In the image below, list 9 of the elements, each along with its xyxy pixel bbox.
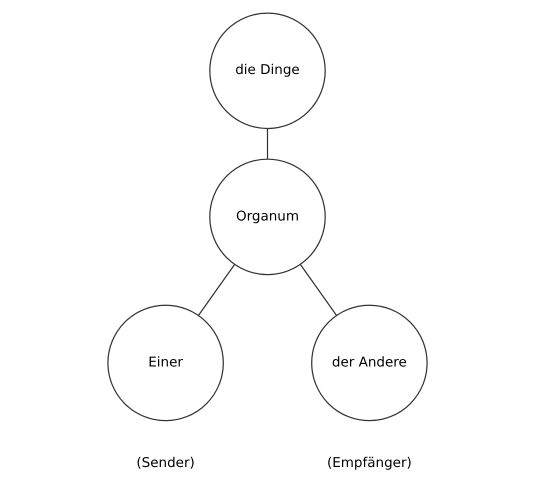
node-circle: der Andere: [311, 304, 428, 422]
connector: [300, 264, 337, 316]
node-circle: Einer: [107, 304, 224, 422]
node-circle: die Dinge: [209, 12, 326, 130]
node-circle: Organum: [209, 158, 326, 276]
node-label: (Sender): [136, 455, 195, 472]
node-label: (Empfänger): [326, 455, 412, 472]
connector: [198, 264, 235, 316]
connector: [266, 128, 268, 159]
